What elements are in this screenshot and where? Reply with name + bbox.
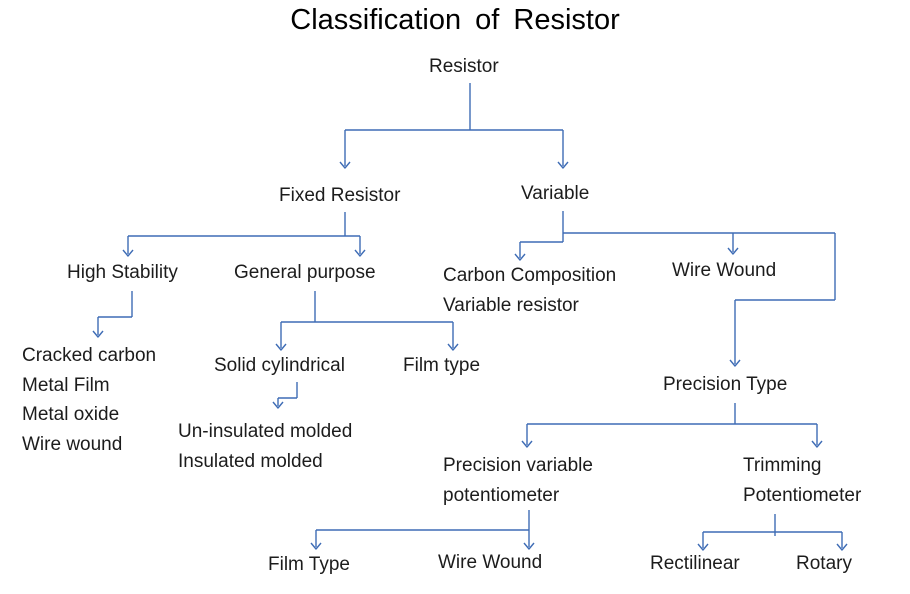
edge-resistor-children bbox=[344, 83, 564, 166]
edge-precision-children bbox=[526, 403, 818, 445]
edge-general-children bbox=[280, 291, 454, 348]
node-wire-wound: Wire Wound bbox=[672, 260, 777, 281]
node-label-line: Potentiometer bbox=[743, 484, 862, 506]
node-molded-types: Un-insulated molded Insulated molded bbox=[178, 417, 352, 476]
node-label-line: Variable resistor bbox=[443, 294, 579, 316]
edge-trimming-children bbox=[702, 514, 843, 548]
node-precision-type: Precision Type bbox=[663, 374, 788, 395]
node-high-stability: High Stability bbox=[67, 262, 178, 283]
node-precision-variable-potentiometer: Precision variable potentiometer bbox=[443, 451, 593, 510]
list-item: Cracked carbon bbox=[22, 345, 157, 366]
node-rotary: Rotary bbox=[796, 553, 852, 574]
list-item: Wire wound bbox=[22, 433, 123, 455]
node-label-line: Trimming bbox=[743, 455, 822, 476]
node-label-line: Carbon Composition bbox=[443, 265, 617, 286]
node-resistor: Resistor bbox=[429, 56, 499, 77]
list-item: Metal Film bbox=[22, 374, 110, 396]
node-general-purpose: General purpose bbox=[234, 262, 376, 283]
node-label-line: Insulated molded bbox=[178, 450, 323, 472]
node-label-line: Un-insulated molded bbox=[178, 421, 353, 442]
edge-solid-molded bbox=[277, 382, 298, 406]
edge-potentiometer-children bbox=[315, 510, 530, 547]
node-high-stability-types: Cracked carbon Metal Film Metal oxide Wi… bbox=[22, 341, 156, 459]
diagram-title: Classification of Resistor bbox=[290, 4, 620, 36]
node-trimming-potentiometer: Trimming Potentiometer bbox=[743, 451, 861, 510]
node-carbon-composition-variable-resistor: Carbon Composition Variable resistor bbox=[443, 261, 616, 320]
arrowheads bbox=[92, 161, 848, 551]
node-film-type: Film type bbox=[403, 355, 481, 376]
node-rectilinear: Rectilinear bbox=[650, 553, 740, 574]
node-variable: Variable bbox=[521, 183, 590, 204]
node-wire-wound-bottom: Wire Wound bbox=[438, 552, 543, 573]
node-film-type-bottom: Film Type bbox=[268, 554, 351, 575]
list-item: Metal oxide bbox=[22, 404, 120, 425]
node-solid-cylindrical: Solid cylindrical bbox=[214, 355, 345, 376]
edge-variable-children bbox=[519, 211, 836, 364]
node-label-line: Precision variable bbox=[443, 455, 593, 476]
edge-high-stability-types bbox=[97, 291, 133, 335]
node-fixed-resistor: Fixed Resistor bbox=[279, 185, 401, 206]
node-label-line: potentiometer bbox=[443, 484, 560, 506]
edge-fixed-children bbox=[127, 212, 361, 254]
